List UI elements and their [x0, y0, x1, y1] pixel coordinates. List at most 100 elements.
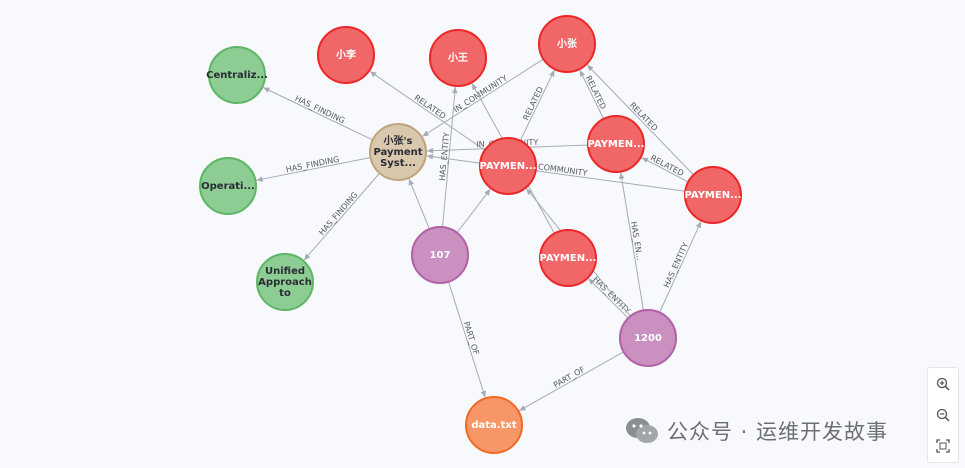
edge-label: HAS_FINDING	[293, 94, 346, 126]
edge-line	[456, 188, 491, 234]
edge-label: HAS_FINDING	[317, 190, 359, 237]
edge-label: HAS_ENTITY	[662, 241, 690, 289]
node-label-line: 小张	[556, 37, 578, 50]
graph-node-entity[interactable]: PAYMEN...	[587, 115, 645, 173]
node-circle	[317, 26, 375, 84]
node-label-line: Operati...	[201, 181, 255, 192]
node-circle	[256, 253, 314, 311]
graph-node-chunk[interactable]: 1200	[619, 309, 677, 367]
edge[interactable]: PART_OF	[519, 351, 624, 412]
edge-line	[586, 64, 694, 176]
node-label-line: data.txt	[471, 420, 516, 431]
node-label-line: Approach	[258, 277, 312, 288]
graph-node-document[interactable]: data.txt	[465, 396, 523, 454]
node-circle	[619, 309, 677, 367]
watermark-text: 公众号 · 运维开发故事	[667, 420, 889, 444]
edge-line	[448, 281, 486, 398]
node-label-line: 107	[430, 250, 451, 261]
edge-label: HAS_FINDING	[285, 155, 340, 174]
edge-label: HAS_ENTITY	[438, 132, 451, 181]
node-label-line: PAYMEN...	[480, 161, 537, 172]
node-label: 107	[430, 250, 451, 261]
edge-line	[519, 351, 624, 412]
node-label-line: Unified	[265, 266, 305, 277]
graph-node-person[interactable]: 小李	[317, 26, 375, 84]
node-label: 1200	[634, 333, 662, 344]
edge[interactable]: PART_OF	[448, 281, 486, 398]
watermark: 公众号 · 运维开发故事	[625, 414, 888, 448]
edge-line	[256, 157, 371, 182]
graph-node-entity[interactable]: PAYMEN...	[539, 229, 597, 287]
node-label: 小张	[556, 37, 578, 50]
edge-line	[303, 172, 381, 261]
edge-line	[426, 154, 686, 192]
edge[interactable]: RELATED	[519, 69, 555, 142]
zoom-out-icon	[936, 408, 950, 422]
edge[interactable]	[408, 178, 430, 230]
edge-line	[262, 87, 373, 141]
node-label: 小王	[447, 51, 468, 64]
edge[interactable]: HAS_FINDING	[262, 87, 373, 141]
edge-label: PART_OF	[552, 365, 587, 390]
node-label-line: Payment	[373, 147, 422, 158]
node-circle	[465, 396, 523, 454]
node-circle	[538, 15, 596, 73]
edge-line	[618, 172, 644, 311]
edge[interactable]: HAS_ENTITY	[659, 221, 702, 313]
node-label: PAYMEN...	[480, 161, 537, 172]
node-label-line: PAYMEN...	[540, 253, 597, 264]
node-circle	[539, 229, 597, 287]
edge-line	[422, 58, 544, 137]
node-label-line: to	[279, 288, 291, 299]
edge[interactable]: IN_COMMUNITY	[426, 154, 686, 192]
node-circle	[411, 226, 469, 284]
node-label: Centraliz...	[206, 70, 268, 81]
node-label: PAYMEN...	[588, 139, 645, 150]
graph-node-entity[interactable]: PAYMEN...	[684, 166, 742, 224]
zoom-in-button[interactable]	[932, 373, 954, 395]
node-circle	[208, 46, 266, 104]
node-label: Operati...	[201, 181, 255, 192]
edge-line	[442, 86, 458, 228]
node-circle	[479, 137, 537, 195]
node-label-line: Syst...	[380, 158, 416, 169]
edge[interactable]: HAS_FINDING	[256, 155, 371, 182]
edge-line	[641, 157, 689, 183]
node-circle	[684, 166, 742, 224]
graph-node-chunk[interactable]: 107	[411, 226, 469, 284]
edge-line	[659, 221, 702, 313]
node-label-line: Centraliz...	[206, 70, 268, 81]
node-label: data.txt	[471, 420, 516, 431]
graph-node-finding[interactable]: Centraliz...	[206, 46, 268, 104]
edge[interactable]: HAS_EN...	[618, 172, 644, 311]
edge-line	[519, 69, 555, 142]
graph-node-person[interactable]: 小王	[429, 29, 487, 87]
wechat-icon	[626, 418, 658, 443]
node-label-line: PAYMEN...	[685, 190, 742, 201]
edge-line	[588, 278, 629, 319]
edge[interactable]: HAS_ENTITY	[438, 86, 458, 228]
edge[interactable]: HAS_FINDING	[303, 172, 381, 261]
edge-line	[369, 70, 486, 151]
node-label-line: PAYMEN...	[588, 139, 645, 150]
graph-node-finding[interactable]: Operati...	[199, 157, 257, 215]
graph-node-entity[interactable]: PAYMEN...	[479, 137, 537, 195]
node-circle	[429, 29, 487, 87]
graph-node-person[interactable]: 小张	[538, 15, 596, 73]
edge-label: RELATED	[412, 93, 447, 121]
node-label-line: 小张's	[382, 134, 412, 147]
edge[interactable]: RELATED	[579, 69, 608, 120]
edge-line	[579, 69, 605, 120]
edge[interactable]	[456, 188, 491, 234]
edge[interactable]: RELATED	[641, 153, 689, 183]
edge[interactable]: HAS_ENTITY	[588, 275, 632, 319]
zoom-out-button[interactable]	[932, 404, 954, 426]
fit-view-button[interactable]	[932, 435, 954, 457]
node-circle	[369, 123, 427, 181]
